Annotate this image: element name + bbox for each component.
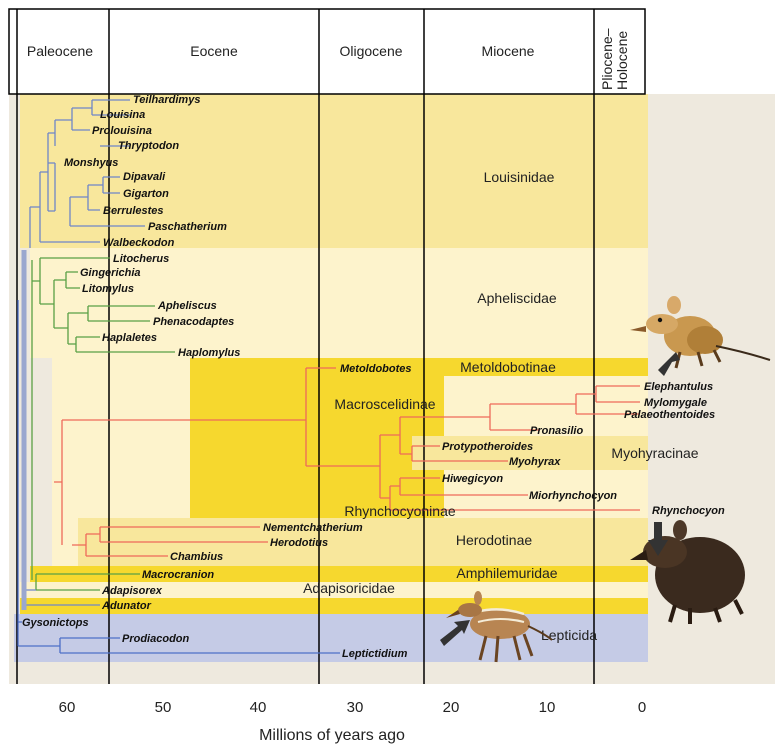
group-amphilemuridae: Amphilemuridae: [456, 565, 557, 581]
taxon-label: Myohyrax: [509, 456, 561, 468]
taxon-label: Palaeothentoides: [624, 409, 715, 421]
group-macroscelidinae: Macroscelidinae: [334, 396, 435, 412]
taxon-label: Gysonictops: [22, 617, 89, 629]
taxon-label: Miorhynchocyon: [529, 490, 617, 502]
epoch-label-line: Holocene: [614, 31, 630, 90]
taxon-label: Metoldobotes: [340, 363, 412, 375]
taxon-label: Litocherus: [113, 253, 169, 265]
taxon-label: Gigarton: [123, 188, 169, 200]
taxon-label: Litomylus: [82, 283, 134, 295]
taxon-label: Prolouisina: [92, 125, 152, 137]
taxon-label: Leptictidium: [342, 648, 408, 660]
taxon-label: Protypotheroides: [442, 441, 533, 453]
epoch-header-box: [9, 9, 645, 94]
x-tick-label: 60: [59, 699, 76, 716]
taxon-label: Herodotius: [270, 537, 328, 549]
taxon-label: Dipavali: [123, 171, 166, 183]
taxon-label: Rhynchocyon: [652, 505, 725, 517]
taxon-label: Thryptodon: [118, 140, 179, 152]
x-tick-label: 10: [539, 699, 556, 716]
taxon-label: Prodiacodon: [122, 633, 190, 645]
taxon-label: Monshyus: [64, 157, 118, 169]
band-metoldobotinae: [190, 358, 648, 376]
group-rhynchocyoninae: Rhynchocyoninae: [344, 503, 456, 519]
taxon-label: Nementchatherium: [263, 522, 363, 534]
epoch-paleocene: Paleocene: [27, 43, 93, 59]
taxon-label: Elephantulus: [644, 381, 713, 393]
group-metoldobotinae: Metoldobotinae: [460, 359, 556, 375]
x-tick-label: 40: [250, 699, 267, 716]
epoch-miocene: Miocene: [482, 43, 535, 59]
group-louisinidae: Louisinidae: [484, 169, 555, 185]
taxon-label: Hiwegicyon: [442, 473, 503, 485]
epoch-label-line: Pliocene–: [599, 28, 615, 90]
taxon-label: Paschatherium: [148, 221, 227, 233]
taxon-label: Berrulestes: [103, 205, 164, 217]
epoch-pliocene-holocene: Pliocene–Holocene: [599, 28, 630, 90]
taxon-label: Pronasilio: [530, 425, 583, 437]
group-herodotinae: Herodotinae: [456, 532, 532, 548]
x-axis: 60 50 40 30 20 10 0 Millions of years ag…: [59, 699, 647, 744]
epoch-header: Paleocene Eocene Oligocene Miocene Plioc…: [9, 9, 645, 94]
taxon-label: Teilhardimys: [133, 94, 200, 106]
group-apheliscidae: Apheliscidae: [477, 290, 557, 306]
group-myohyracinae: Myohyracinae: [611, 445, 698, 461]
taxon-label: Apheliscus: [157, 300, 217, 312]
taxon-label: Mylomygale: [644, 397, 707, 409]
x-axis-label: Millions of years ago: [259, 727, 405, 744]
x-tick-label: 50: [155, 699, 172, 716]
taxon-label: Gingerichia: [80, 267, 141, 279]
epoch-oligocene: Oligocene: [339, 43, 402, 59]
x-tick-label: 30: [347, 699, 364, 716]
taxon-label: Adapisorex: [101, 585, 163, 597]
taxon-label: Louisina: [100, 109, 145, 121]
taxon-label: Walbeckodon: [103, 237, 175, 249]
taxon-label: Haplomylus: [178, 347, 240, 359]
taxon-label: Phenacodaptes: [153, 316, 234, 328]
epoch-eocene: Eocene: [190, 43, 238, 59]
group-adapisoricidae: Adapisoricidae: [303, 580, 395, 596]
taxon-label: Macrocranion: [142, 569, 214, 581]
taxon-label: Adunator: [101, 600, 152, 612]
group-lepticida: Lepticida: [541, 627, 597, 643]
taxon-label: Haplaletes: [102, 332, 157, 344]
taxon-label: Chambius: [170, 551, 223, 563]
x-tick-label: 20: [443, 699, 460, 716]
x-tick-label: 0: [638, 699, 646, 716]
